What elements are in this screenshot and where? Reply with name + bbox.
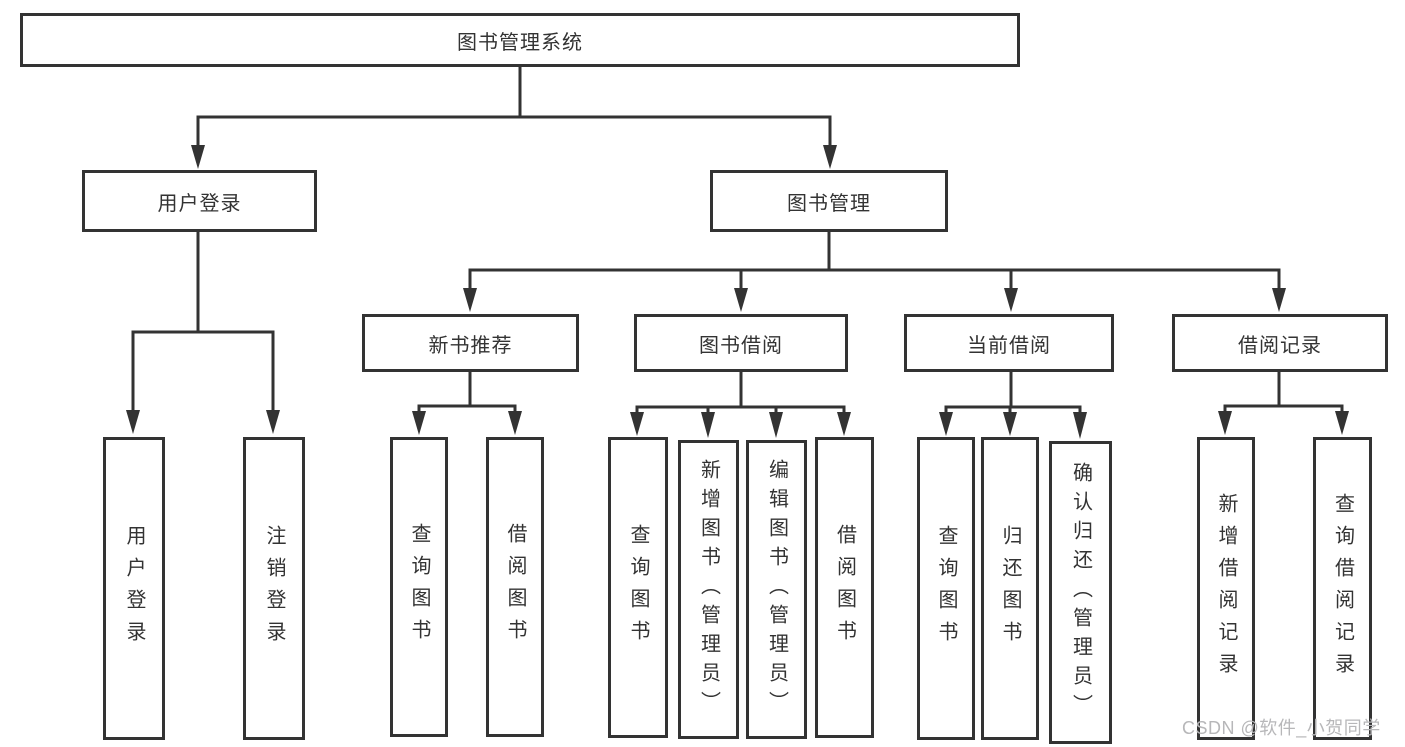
leaf-logout-label: 注销登录 (263, 524, 285, 653)
arrowhead-icons (126, 145, 1349, 439)
node-user-login: 用户登录 (82, 170, 317, 232)
leaf-query-borrow-record: 查询借阅记录 (1313, 437, 1372, 740)
leaf-add-book-admin-label: 新增图书（管理员） (697, 459, 720, 720)
leaf-borrow-books-recommend-label: 借阅图书 (504, 523, 526, 651)
leaf-query-books-borrow-label: 查询图书 (627, 523, 649, 652)
node-book-borrow: 图书借阅 (634, 314, 848, 372)
node-book-management-label: 图书管理 (787, 192, 871, 215)
node-current-borrow: 当前借阅 (904, 314, 1114, 372)
node-book-management: 图书管理 (710, 170, 948, 232)
node-new-book-recommend-label: 新书推荐 (428, 334, 513, 357)
node-root-label: 图书管理系统 (457, 31, 583, 54)
leaf-query-books-current-label: 查询图书 (935, 524, 957, 653)
leaf-add-book-admin: 新增图书（管理员） (678, 440, 739, 739)
leaf-borrow-books: 借阅图书 (815, 437, 874, 738)
node-user-login-label: 用户登录 (157, 192, 242, 215)
leaf-add-borrow-record: 新增借阅记录 (1197, 437, 1255, 740)
leaf-user-login-label: 用户登录 (123, 524, 145, 653)
leaf-query-borrow-record-label: 查询借阅记录 (1331, 492, 1354, 685)
leaf-logout: 注销登录 (243, 437, 305, 740)
node-root: 图书管理系统 (20, 13, 1020, 67)
leaf-edit-book-admin-label: 编辑图书（管理员） (765, 459, 788, 720)
leaf-return-book-label: 归还图书 (999, 524, 1021, 653)
leaf-add-borrow-record-label: 新增借阅记录 (1215, 492, 1237, 685)
csdn-watermark: CSDN @软件_小贺同学 (1182, 718, 1381, 738)
node-new-book-recommend: 新书推荐 (362, 314, 579, 372)
leaf-confirm-return-admin: 确认归还（管理员） (1049, 441, 1112, 744)
leaf-query-books-current: 查询图书 (917, 437, 975, 740)
node-current-borrow-label: 当前借阅 (967, 334, 1051, 357)
leaf-query-books-recommend: 查询图书 (390, 437, 448, 737)
leaf-confirm-return-admin-label: 确认归还（管理员） (1069, 462, 1092, 723)
leaf-borrow-books-label: 借阅图书 (833, 523, 856, 652)
leaf-query-books-borrow: 查询图书 (608, 437, 668, 738)
leaf-return-book: 归还图书 (981, 437, 1039, 740)
leaf-edit-book-admin: 编辑图书（管理员） (746, 440, 807, 739)
node-borrow-records: 借阅记录 (1172, 314, 1388, 372)
leaf-query-books-recommend-label: 查询图书 (408, 523, 430, 651)
node-borrow-records-label: 借阅记录 (1238, 334, 1322, 357)
leaf-user-login: 用户登录 (103, 437, 165, 740)
node-book-borrow-label: 图书借阅 (699, 334, 783, 357)
leaf-borrow-books-recommend: 借阅图书 (486, 437, 544, 737)
